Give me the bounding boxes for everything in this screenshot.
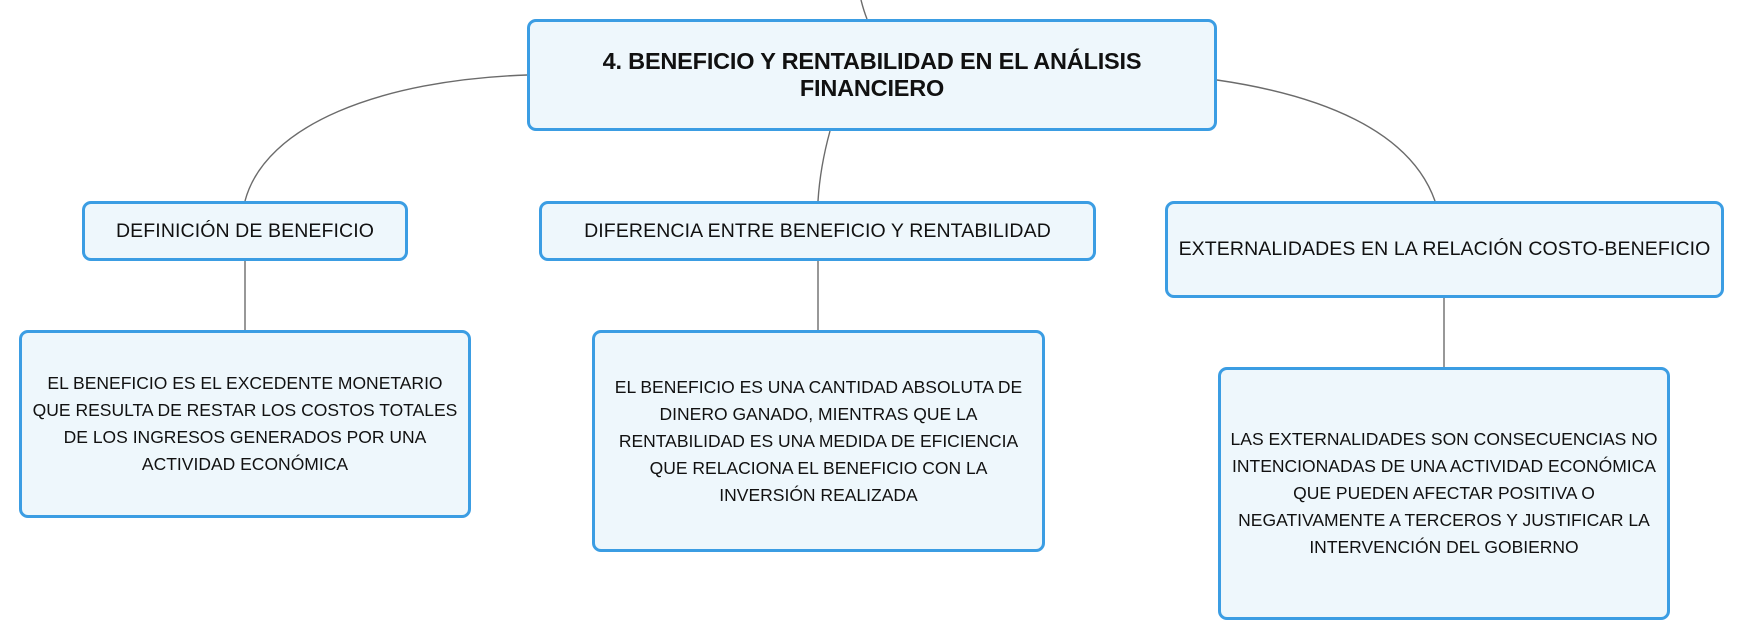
topic-label: EXTERNALIDADES EN LA RELACIÓN COSTO-BENE…	[1178, 238, 1711, 260]
topic-definicion-de-beneficio[interactable]: DEFINICIÓN DE BENEFICIO	[82, 201, 408, 261]
subtopic-diferencia-detail[interactable]: EL BENEFICIO ES UNA CANTIDAD ABSOLUTA DE…	[592, 330, 1045, 552]
topic-diferencia-beneficio-rentabilidad[interactable]: DIFERENCIA ENTRE BENEFICIO Y RENTABILIDA…	[539, 201, 1096, 261]
topic-label: DIFERENCIA ENTRE BENEFICIO Y RENTABILIDA…	[584, 219, 1051, 242]
connector-root-to-topic-1	[244, 74, 528, 202]
topic-label: DEFINICIÓN DE BENEFICIO	[116, 219, 374, 242]
central-topic-label: 4. BENEFICIO Y RENTABILIDAD EN EL ANÁLIS…	[602, 48, 1142, 101]
subtopic-text: EL BENEFICIO ES EL EXCEDENTE MONETARIO Q…	[32, 373, 458, 474]
connector-root-to-topic-2	[817, 130, 831, 202]
connector-root-to-topic-3	[1216, 79, 1436, 202]
subtopic-text: LAS EXTERNALIDADES SON CONSECUENCIAS NO …	[1230, 429, 1658, 557]
central-topic[interactable]: 4. BENEFICIO Y RENTABILIDAD EN EL ANÁLIS…	[527, 19, 1217, 131]
subtopic-definicion-detail[interactable]: EL BENEFICIO ES EL EXCEDENTE MONETARIO Q…	[19, 330, 471, 518]
subtopic-text: EL BENEFICIO ES UNA CANTIDAD ABSOLUTA DE…	[614, 376, 1023, 505]
subtopic-externalidades-detail[interactable]: LAS EXTERNALIDADES SON CONSECUENCIAS NO …	[1218, 367, 1670, 620]
connector-parent-incoming	[860, 0, 868, 20]
topic-externalidades-costo-beneficio[interactable]: EXTERNALIDADES EN LA RELACIÓN COSTO-BENE…	[1165, 201, 1724, 298]
